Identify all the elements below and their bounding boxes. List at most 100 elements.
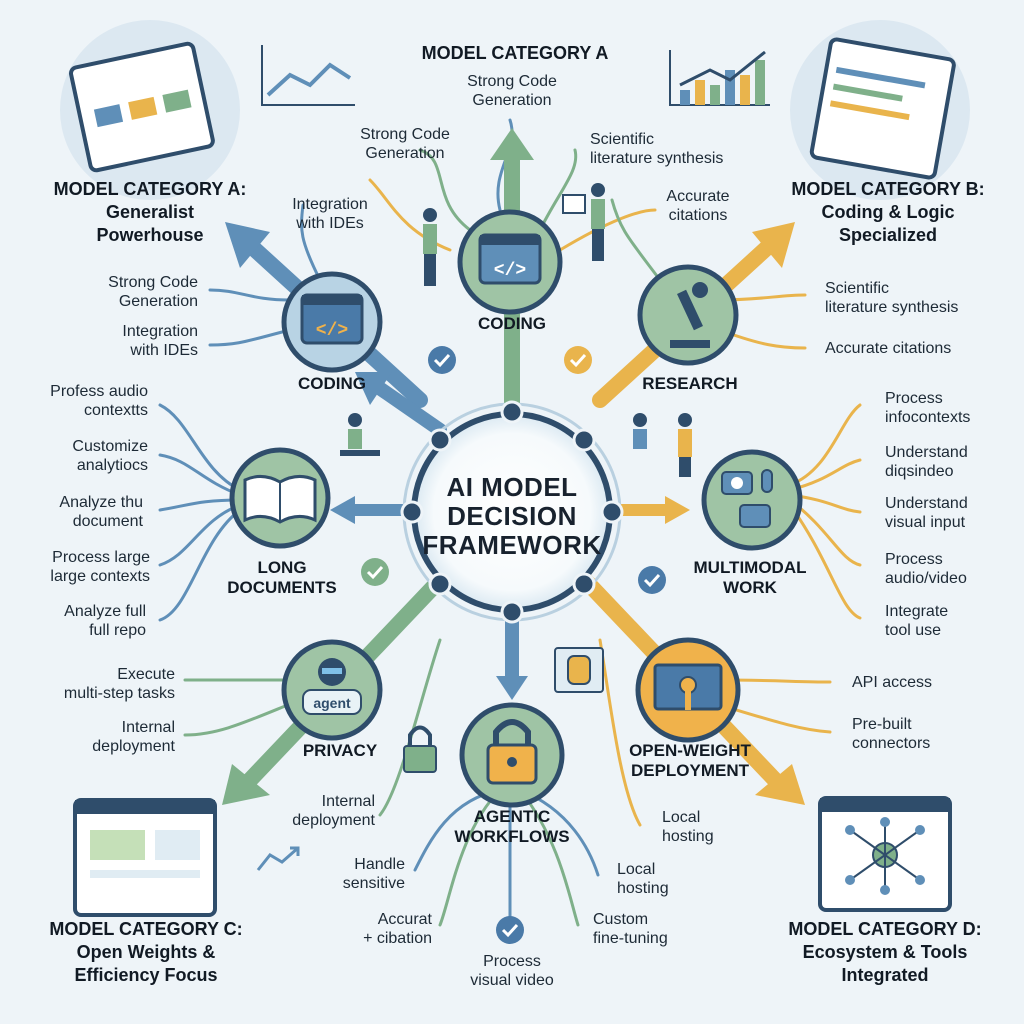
label-process-info-2: infocontexts bbox=[885, 409, 971, 426]
window-bottom-left bbox=[73, 798, 217, 917]
hub-agentic bbox=[459, 702, 565, 808]
label-right-scientific-1: Scientific bbox=[825, 280, 890, 297]
label-analyze-doc-2: document bbox=[72, 513, 143, 530]
hub-privacy-label: PRIVACY bbox=[302, 741, 378, 760]
hub-coding-left-label: CODING bbox=[298, 374, 366, 393]
category-b-line2: Coding & Logic bbox=[821, 202, 955, 222]
label-internal1-2: deployment bbox=[92, 738, 175, 755]
category-c-line3: Efficiency Focus bbox=[74, 965, 218, 985]
label-ide-top-1: Integration bbox=[292, 196, 368, 213]
window-top-left bbox=[60, 20, 240, 200]
label-left-strong-2: Generation bbox=[118, 293, 198, 310]
category-c-line1: MODEL CATEGORY C: bbox=[49, 919, 243, 939]
label-execute-2: multi-step tasks bbox=[63, 685, 175, 702]
window-bottom-right bbox=[818, 796, 952, 912]
label-accurat-1: Accurat bbox=[377, 911, 432, 928]
hub-privacy bbox=[281, 639, 383, 741]
hub-research-label: RESEARCH bbox=[642, 374, 738, 393]
label-process-av-1: Process bbox=[885, 551, 943, 568]
label-process-vis-1: Process bbox=[483, 953, 541, 970]
label-customize-1: Customize bbox=[72, 438, 148, 455]
label-integrate-tool-2: tool use bbox=[885, 622, 942, 639]
label-acc-top-2: citations bbox=[668, 207, 728, 224]
hub-open-weight bbox=[635, 637, 741, 743]
label-analyze-full-2: full repo bbox=[89, 622, 146, 639]
category-d-line2: Ecosystem & Tools bbox=[802, 942, 968, 962]
label-process-large-1: Process large bbox=[52, 549, 150, 566]
label-integrate-tool-1: Integrate bbox=[885, 603, 949, 620]
category-a-line1: MODEL CATEGORY A: bbox=[53, 179, 247, 199]
label-left-ide-1: Integration bbox=[122, 323, 198, 340]
label-understand-vis-1: Understand bbox=[885, 495, 968, 512]
label-local1-2: hosting bbox=[662, 828, 714, 845]
hub-coding-top-label: CODING bbox=[478, 314, 546, 333]
label-accurat-2: + cibation bbox=[363, 930, 432, 947]
hub-coding-left: </> bbox=[281, 271, 383, 373]
svg-text:</>: </> bbox=[494, 261, 526, 281]
hub-multimodal-label-line1: MULTIMODAL bbox=[693, 558, 807, 577]
svg-text:</>: </> bbox=[316, 321, 348, 341]
agent-badge-label: agent bbox=[313, 695, 351, 711]
hub-agentic-label-line1: AGENTIC bbox=[473, 807, 551, 826]
padlock-icon bbox=[403, 725, 437, 773]
label-prebuilt-2: connectors bbox=[852, 735, 931, 752]
label-ide-top-2: with IDEs bbox=[296, 215, 364, 232]
category-d-line1: MODEL CATEGORY D: bbox=[788, 919, 982, 939]
label-right-scientific-2: literature synthesis bbox=[825, 299, 959, 316]
label-internal2-2: deployment bbox=[292, 812, 375, 829]
label-top-scientific-1: Scientific bbox=[590, 131, 655, 148]
label-process-av-2: audio/video bbox=[885, 570, 967, 587]
label-api: API access bbox=[852, 674, 933, 691]
category-top-title: MODEL CATEGORY A bbox=[421, 43, 609, 63]
label-custom-2: fine-tuning bbox=[593, 930, 668, 947]
database-document-icon bbox=[554, 647, 604, 693]
hub-multimodal-label-line2: WORK bbox=[723, 578, 777, 597]
label-top-left-strong-1: Strong Code bbox=[360, 126, 450, 143]
window-top-right bbox=[790, 20, 970, 200]
label-acc-top-1: Accurate bbox=[666, 188, 730, 205]
label-understand-vis-2: visual input bbox=[885, 514, 966, 531]
label-handle-2: sensitive bbox=[342, 875, 405, 892]
label-process-info-1: Process bbox=[885, 390, 943, 407]
label-top-strong-1: Strong Code bbox=[467, 73, 557, 90]
label-left-ide-2: with IDEs bbox=[130, 342, 198, 359]
hub-long-docs bbox=[229, 447, 331, 549]
label-local2-1: Local bbox=[617, 861, 656, 878]
center-title-line2: DECISION bbox=[447, 501, 577, 531]
label-process-vis-2: visual video bbox=[470, 972, 554, 989]
center-title-line3: FRAMEWORK bbox=[422, 530, 602, 560]
label-left-strong-1: Strong Code bbox=[108, 274, 198, 291]
category-a-line2: Generalist bbox=[105, 202, 195, 222]
hub-long-docs-label-line2: DOCUMENTS bbox=[227, 578, 337, 597]
hub-open-weight-label-line2: DEPLOYMENT bbox=[630, 761, 750, 780]
label-custom-1: Custom bbox=[593, 911, 649, 928]
person-figure-top bbox=[423, 183, 605, 286]
label-understand-dio-2: diqsindeo bbox=[885, 463, 954, 480]
category-d-line3: Integrated bbox=[841, 965, 929, 985]
label-execute-1: Execute bbox=[117, 666, 175, 683]
label-top-scientific-2: literature synthesis bbox=[590, 150, 724, 167]
label-prebuilt-1: Pre-built bbox=[852, 716, 912, 733]
label-top-left-strong-2: Generation bbox=[365, 145, 445, 162]
category-b-line3: Specialized bbox=[838, 225, 938, 245]
line-chart-top-left bbox=[261, 45, 355, 106]
hub-research bbox=[637, 264, 739, 366]
hub-multimodal bbox=[701, 449, 803, 551]
label-profess-1: Profess audio bbox=[50, 383, 148, 400]
hub-open-weight-label-line1: OPEN-WEIGHT bbox=[629, 741, 751, 760]
label-local1-1: Local bbox=[662, 809, 701, 826]
hub-coding-top: </> bbox=[457, 209, 563, 315]
label-understand-dio-1: Understand bbox=[885, 444, 968, 461]
label-analyze-doc-1: Analyze thu bbox=[59, 494, 143, 511]
label-process-large-2: large contexts bbox=[50, 568, 150, 585]
center-title-line1: AI MODEL bbox=[446, 472, 578, 502]
category-c-line2: Open Weights & bbox=[76, 942, 216, 962]
label-internal1-1: Internal bbox=[121, 719, 175, 736]
center-node bbox=[400, 400, 624, 624]
category-a-line3: Powerhouse bbox=[96, 225, 204, 245]
label-internal2-1: Internal bbox=[321, 793, 375, 810]
bar-chart-top-right bbox=[669, 50, 770, 106]
label-customize-2: analytiocs bbox=[76, 457, 148, 474]
trend-arrow-icon bbox=[256, 846, 300, 871]
